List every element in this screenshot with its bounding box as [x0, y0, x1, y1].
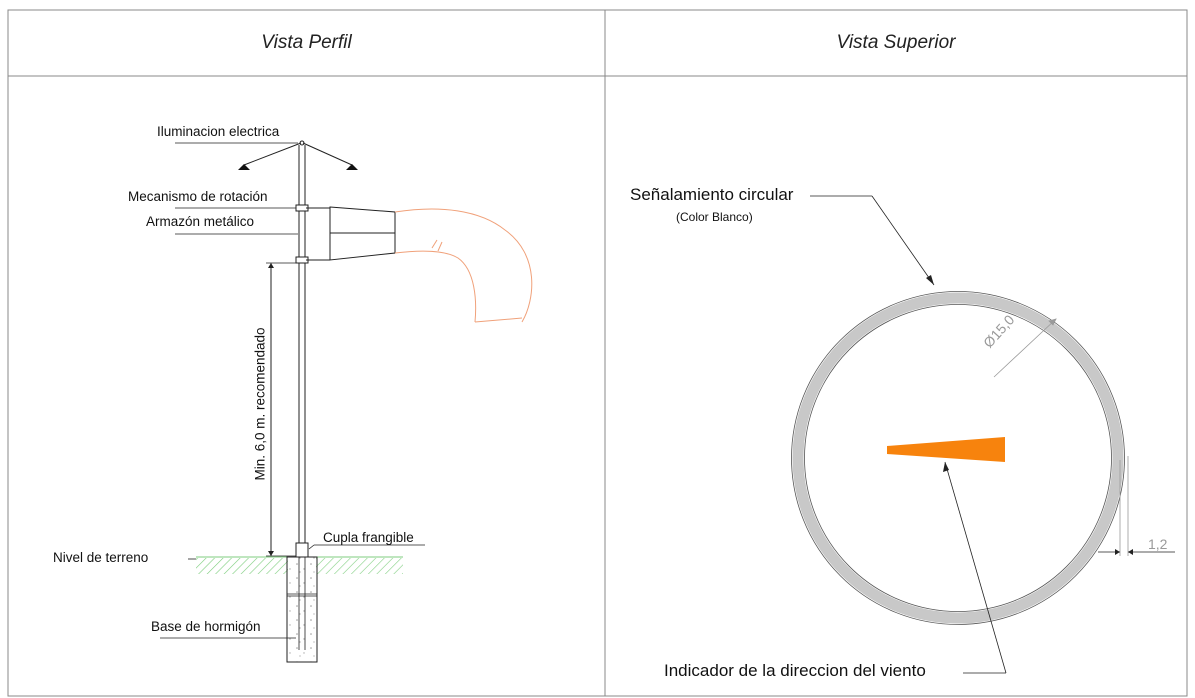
mast-pole: [295, 145, 309, 558]
lamp-fixture: [238, 140, 358, 170]
label-marker-color: (Color Blanco): [676, 210, 753, 224]
concrete-base: [286, 556, 318, 663]
top-leaders: [810, 195, 1007, 674]
top-view: [791, 195, 1175, 674]
label-min-height: Min. 6,0 m. recomendado: [252, 327, 268, 481]
profile-view-title: Vista Perfil: [261, 32, 352, 53]
label-frangible-coupling: Cupla frangible: [323, 530, 414, 545]
profile-view: [160, 140, 533, 663]
windsock-outline: [394, 208, 533, 323]
height-dimension: [266, 262, 296, 557]
label-concrete-base: Base de hormigón: [151, 619, 261, 634]
diameter-dimension: [993, 318, 1057, 378]
top-view-title: Vista Superior: [836, 32, 956, 53]
label-wind-indicator: Indicador de la direccion del viento: [664, 661, 926, 680]
label-circular-marker: Señalamiento circular: [630, 185, 794, 204]
wind-direction-indicator: [887, 437, 1005, 462]
ground-level: [196, 556, 403, 574]
label-ground-level: Nivel de terreno: [53, 550, 149, 565]
windsock-frame: [306, 206, 396, 261]
label-lighting: Iluminacion electrica: [157, 124, 280, 139]
circular-marker-ring: [791, 291, 1125, 625]
profile-leaders: [160, 142, 425, 639]
ring-width-dimension: [1098, 456, 1175, 556]
label-ring-width: 1,2: [1148, 536, 1168, 552]
table-grid: [7, 9, 1188, 697]
label-metal-frame: Armazón metálico: [146, 214, 255, 229]
label-rotation-mechanism: Mecanismo de rotación: [128, 189, 268, 204]
